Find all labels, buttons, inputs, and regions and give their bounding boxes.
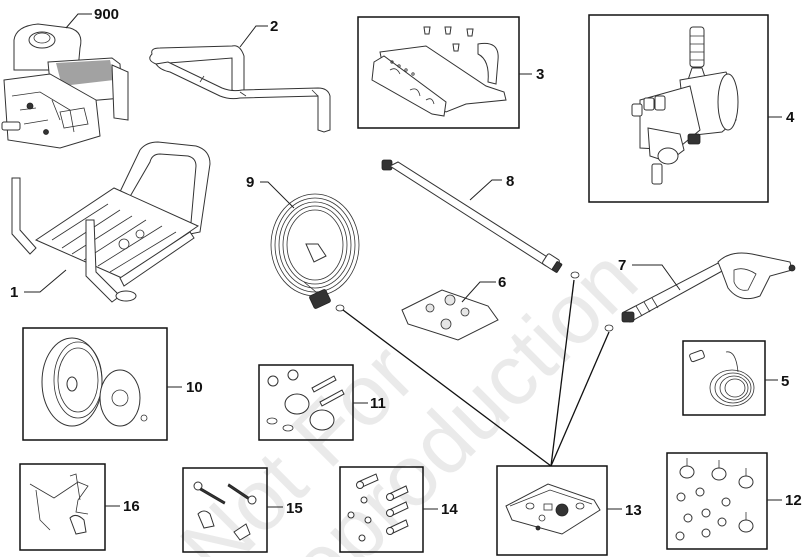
part-wheel-kit[interactable]: 10 — [22, 327, 203, 441]
part-o-ring-kit[interactable]: 13 — [496, 465, 642, 556]
part-box-16 — [19, 463, 106, 551]
engine-illustration — [1, 23, 129, 149]
part-engine[interactable]: 900 — [1, 6, 129, 149]
siphon-illustration — [689, 349, 755, 407]
callout-4: 4 — [786, 109, 795, 126]
vibration-isolator-illustration — [675, 458, 754, 541]
part-handle[interactable]: 2 — [149, 18, 331, 133]
part-box-15 — [182, 467, 268, 553]
wand-illustration — [381, 159, 580, 279]
frame-illustration — [11, 141, 211, 303]
handle-hardware-illustration — [193, 481, 257, 541]
hose-hook-illustration — [29, 473, 89, 535]
part-high-pressure-hose[interactable]: 9 — [246, 174, 360, 312]
part-box-3 — [357, 16, 520, 129]
part-frame[interactable]: 1 — [10, 141, 211, 303]
wheel-illustration — [41, 337, 148, 427]
part-detergent-siphon-kit[interactable]: 5 — [682, 340, 789, 416]
callout-3: 3 — [536, 66, 544, 83]
pump-bolt-illustration — [347, 473, 409, 542]
callout-900: 900 — [94, 6, 119, 23]
part-pump-guard-kit[interactable]: 3 — [357, 16, 544, 129]
oring-connection-lines — [342, 279, 610, 467]
part-box-5 — [682, 340, 766, 416]
part-hose-hook-kit[interactable]: 16 — [19, 463, 140, 551]
callout-2: 2 — [270, 18, 278, 35]
callout-1: 1 — [10, 284, 18, 301]
gun-illustration — [604, 252, 796, 332]
o-ring-bag-illustration — [505, 483, 601, 535]
part-box-10 — [22, 327, 168, 441]
callout-6: 6 — [498, 274, 506, 291]
engine-mount-illustration — [266, 369, 345, 432]
callout-14: 14 — [441, 501, 458, 518]
callout-8: 8 — [506, 173, 514, 190]
callout-13: 13 — [625, 502, 642, 519]
pump-guard-illustration — [371, 26, 507, 117]
part-spray-gun[interactable]: 7 — [604, 252, 796, 332]
callout-10: 10 — [186, 379, 203, 396]
part-handle-hardware-kit[interactable]: 15 — [182, 467, 303, 553]
hose-illustration — [270, 193, 360, 312]
part-spray-wand[interactable]: 8 — [381, 159, 580, 279]
part-vibration-isolator-kit[interactable]: 12 — [666, 452, 802, 550]
callout-7: 7 — [618, 257, 626, 274]
callout-15: 15 — [286, 500, 303, 517]
nozzle-bag-illustration — [401, 289, 499, 341]
pump-illustration — [631, 26, 739, 185]
callout-16: 16 — [123, 498, 140, 515]
callout-5: 5 — [781, 373, 789, 390]
part-box-12 — [666, 452, 768, 550]
part-pump[interactable]: 4 — [588, 14, 795, 203]
part-engine-mount-kit[interactable]: 11 — [258, 364, 386, 441]
part-nozzle-kit[interactable]: 6 — [401, 274, 506, 341]
part-box-13 — [496, 465, 608, 556]
handle-illustration — [149, 45, 331, 133]
callout-12: 12 — [785, 492, 802, 509]
part-pump-bolt-kit[interactable]: 14 — [339, 466, 458, 553]
part-box-4 — [588, 14, 769, 203]
callout-9: 9 — [246, 174, 254, 191]
callout-11: 11 — [370, 395, 386, 412]
